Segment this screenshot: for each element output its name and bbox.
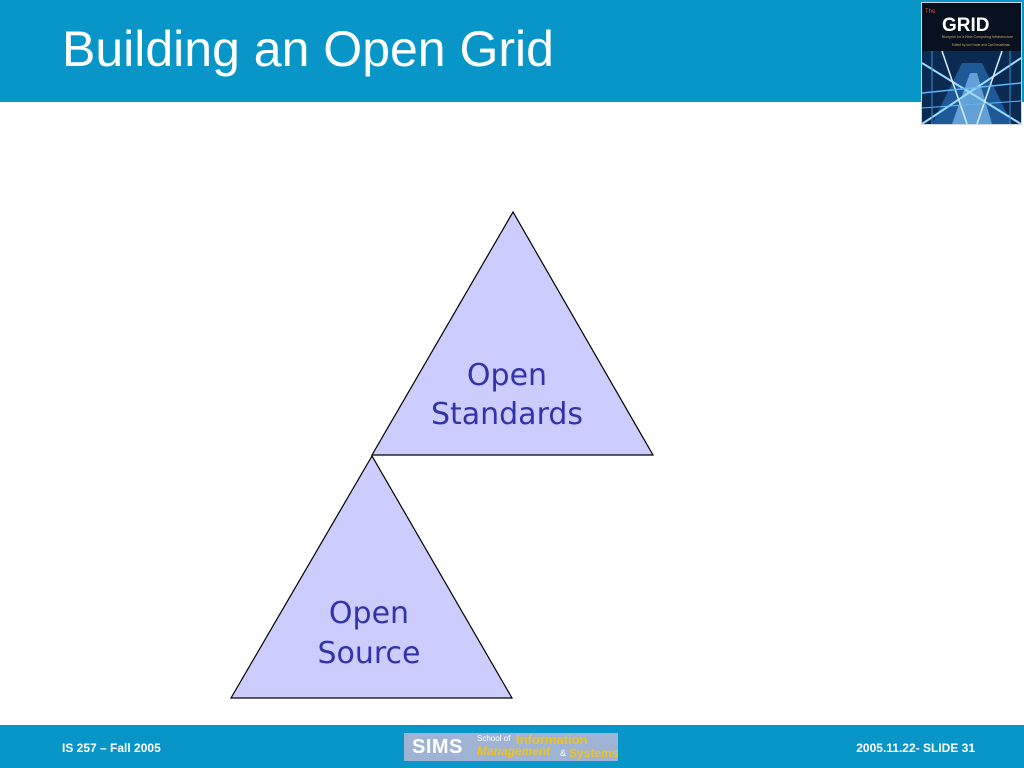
sims-logo-wordmark: SIMS bbox=[412, 736, 463, 758]
open-source-triangle bbox=[229, 454, 514, 699]
book-subtitle-text: Blueprint for a New Computing Infrastruc… bbox=[942, 35, 1013, 39]
open-source-label-line2: Source bbox=[317, 636, 420, 671]
sims-logo-ampersand: & bbox=[560, 748, 567, 758]
book-cover-art: The GRID Blueprint for a New Computing I… bbox=[922, 3, 1021, 124]
slide-title: Building an Open Grid bbox=[62, 21, 554, 77]
book-title-text: GRID bbox=[942, 15, 990, 36]
open-standards-triangle bbox=[370, 210, 655, 456]
open-standards-label-line1: Open bbox=[467, 358, 547, 393]
sims-logo-systems: Systems bbox=[569, 746, 619, 760]
book-editors-text: Edited by Ian Foster and Carl Kesselman bbox=[952, 43, 1010, 47]
grid-book-cover-image: The GRID Blueprint for a New Computing I… bbox=[921, 2, 1022, 125]
sims-logo: SIMS School of Information Management & … bbox=[404, 732, 619, 761]
sims-logo-information: Information bbox=[516, 732, 588, 747]
sims-logo-management: Management bbox=[477, 744, 551, 758]
open-source-label-line1: Open bbox=[329, 596, 409, 631]
course-label: IS 257 – Fall 2005 bbox=[62, 741, 161, 755]
book-the-text: The bbox=[925, 9, 936, 15]
sims-logo-school-of: School of bbox=[477, 734, 511, 743]
title-bar: Building an Open Grid bbox=[0, 0, 1024, 102]
footer-bar: IS 257 – Fall 2005 SIMS School of Inform… bbox=[0, 725, 1024, 768]
open-standards-label-line2: Standards bbox=[431, 397, 583, 432]
slide-reference: 2005.11.22- SLIDE 31 bbox=[856, 741, 975, 755]
